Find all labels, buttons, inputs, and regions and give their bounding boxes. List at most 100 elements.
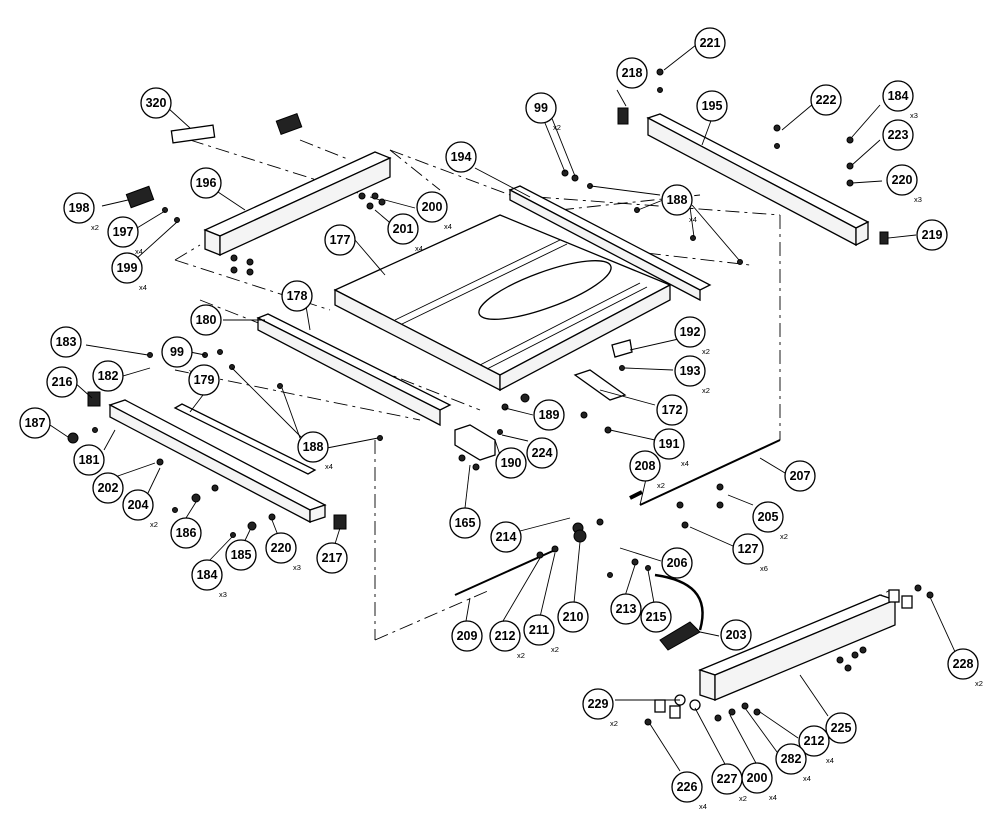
leader-lines	[49, 44, 957, 772]
callout-circle	[19, 407, 51, 439]
part-number: 211	[529, 623, 549, 637]
part-quantity: x4	[769, 793, 777, 802]
part-quantity: x4	[325, 462, 333, 471]
fence-rail	[617, 107, 889, 247]
part-quantity: x3	[914, 195, 922, 204]
part-number: 216	[52, 375, 73, 389]
part-number: 222	[816, 93, 837, 107]
callout-circle	[696, 90, 728, 122]
callout-circle	[495, 447, 527, 479]
callout-circle	[190, 167, 222, 199]
part-number: 172	[662, 403, 683, 417]
part-number: 184	[888, 89, 909, 103]
callout-circle	[73, 444, 105, 476]
part-callout-214: 214	[490, 521, 522, 553]
part-quantity: x2	[553, 123, 561, 132]
part-callout-181: 181	[73, 444, 105, 476]
callout-circle	[674, 316, 706, 348]
part-number: 199	[117, 261, 138, 275]
part-number: 218	[622, 66, 643, 80]
part-callout-177: 177	[324, 224, 356, 256]
part-number: 282	[781, 752, 802, 766]
callout-circle	[711, 763, 743, 795]
part-number: 202	[98, 481, 119, 495]
callout-circle	[674, 355, 706, 387]
callout-circle	[445, 141, 477, 173]
front-rail	[87, 391, 347, 530]
part-callout-202: 202	[92, 472, 124, 504]
part-quantity: x3	[219, 590, 227, 599]
part-callout-180: 180	[190, 304, 222, 336]
part-callout-223: 223	[882, 119, 914, 151]
part-number: 223	[888, 128, 909, 142]
part-callout-179: 179	[188, 364, 220, 396]
part-quantity: x2	[517, 651, 525, 660]
callout-circle	[656, 394, 688, 426]
part-callout-215: 215	[640, 601, 672, 633]
table-top	[333, 214, 672, 392]
part-number: 212	[495, 629, 516, 643]
part-callout-185: 185	[225, 539, 257, 571]
part-callout-213: 213	[610, 593, 642, 625]
callout-circle	[882, 80, 914, 112]
callout-circle	[63, 192, 95, 224]
part-number: 200	[747, 771, 768, 785]
rear-rail	[125, 113, 392, 257]
callout-circle	[190, 304, 222, 336]
right-rear-rail	[508, 185, 712, 302]
callout-circle	[490, 521, 522, 553]
part-callout-196: 196	[190, 167, 222, 199]
callout-circle	[46, 366, 78, 398]
part-callout-225: 225	[825, 712, 857, 744]
callout-circle	[92, 472, 124, 504]
callout-circle	[629, 450, 661, 482]
part-quantity: x2	[739, 794, 747, 803]
callout-circle	[661, 184, 693, 216]
callout-circle	[947, 648, 979, 680]
callout-circle	[526, 437, 558, 469]
part-number: 208	[635, 459, 656, 473]
part-callout-222: 222	[810, 84, 842, 116]
part-quantity: x2	[91, 223, 99, 232]
part-number: 221	[700, 36, 721, 50]
part-number: 205	[758, 510, 779, 524]
part-quantity: x4	[681, 459, 689, 468]
callout-circle	[111, 252, 143, 284]
part-number: 177	[330, 233, 351, 247]
part-number: 210	[563, 610, 584, 624]
brackets	[454, 339, 633, 461]
part-callout-320: 320	[140, 87, 172, 119]
mobile-base-tube	[654, 589, 913, 719]
part-callout-172: 172	[656, 394, 688, 426]
callout-circle	[533, 399, 565, 431]
part-callout-207: 207	[784, 460, 816, 492]
callout-circle	[732, 533, 764, 565]
part-callout-203: 203	[720, 619, 752, 651]
part-quantity: x2	[657, 481, 665, 490]
callout-circle	[525, 92, 557, 124]
part-number: 215	[646, 610, 667, 624]
part-number: 219	[922, 228, 943, 242]
part-quantity: x2	[551, 645, 559, 654]
part-number: 226	[677, 780, 698, 794]
part-number: 185	[231, 548, 252, 562]
part-number: 320	[146, 96, 167, 110]
part-callout-195: 195	[696, 90, 728, 122]
part-number: 197	[113, 225, 134, 239]
